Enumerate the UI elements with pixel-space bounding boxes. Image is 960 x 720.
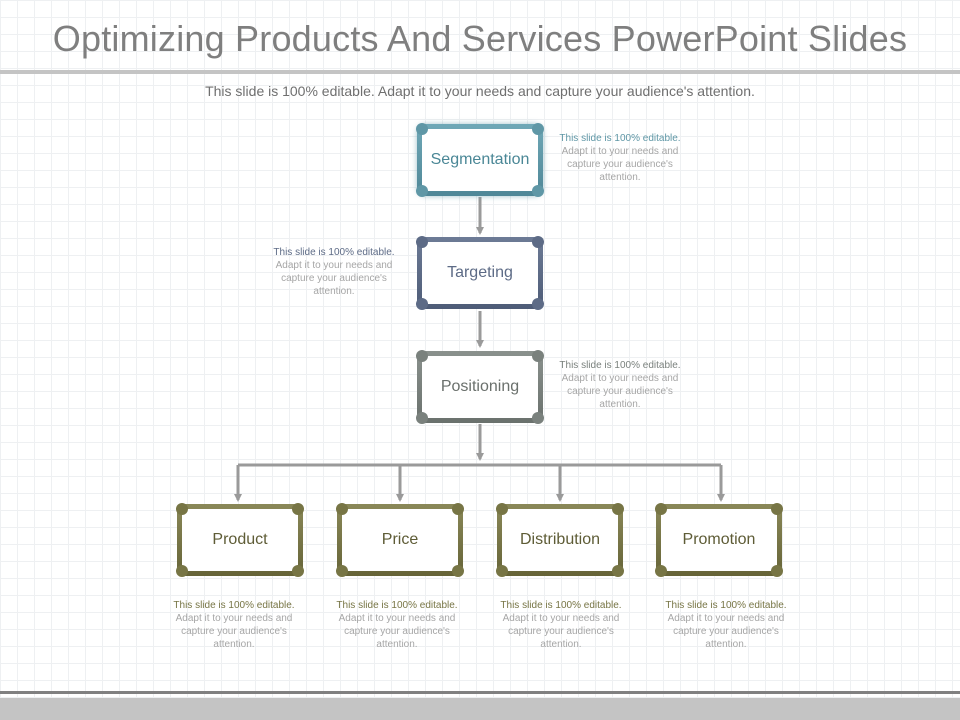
note-lead: This slide is 100% editable. — [273, 247, 395, 258]
segmentation-label: Segmentation — [430, 151, 530, 168]
targeting-label: Targeting — [447, 264, 513, 281]
price-label: Price — [381, 531, 419, 548]
product-box: Product — [176, 503, 304, 577]
note-lead: This slide is 100% editable. — [336, 600, 458, 611]
product-label: Product — [212, 531, 268, 548]
promotion-note: This slide is 100% editable. Adapt it to… — [662, 599, 790, 651]
distribution-box: Distribution — [496, 503, 624, 577]
targeting-box: Targeting — [416, 236, 544, 310]
note-text: Adapt it to your needs and capture your … — [175, 613, 293, 650]
promotion-label: Promotion — [682, 531, 756, 548]
targeting-note: This slide is 100% editable. Adapt it to… — [270, 246, 398, 298]
note-lead: This slide is 100% editable. — [559, 133, 681, 144]
distribution-label: Distribution — [519, 531, 601, 548]
footer-bar — [0, 698, 960, 720]
segmentation-box: Segmentation — [416, 123, 544, 197]
slide-title: Optimizing Products And Services PowerPo… — [52, 18, 908, 59]
positioning-box: Positioning — [416, 350, 544, 424]
note-lead: This slide is 100% editable. — [500, 600, 622, 611]
note-lead: This slide is 100% editable. — [665, 600, 787, 611]
note-text: Adapt it to your needs and capture your … — [338, 613, 456, 650]
positioning-note: This slide is 100% editable. Adapt it to… — [556, 359, 684, 411]
product-note: This slide is 100% editable. Adapt it to… — [170, 599, 298, 651]
footer-divider — [0, 691, 960, 694]
segmentation-note: This slide is 100% editable. Adapt it to… — [556, 132, 684, 184]
note-lead: This slide is 100% editable. — [559, 360, 681, 371]
price-note: This slide is 100% editable. Adapt it to… — [333, 599, 461, 651]
note-text: Adapt it to your needs and capture your … — [561, 146, 679, 183]
note-text: Adapt it to your needs and capture your … — [275, 260, 393, 297]
note-text: Adapt it to your needs and capture your … — [561, 373, 679, 410]
note-text: Adapt it to your needs and capture your … — [667, 613, 785, 650]
promotion-box: Promotion — [655, 503, 783, 577]
note-lead: This slide is 100% editable. — [173, 600, 295, 611]
positioning-label: Positioning — [440, 378, 520, 395]
distribution-note: This slide is 100% editable. Adapt it to… — [497, 599, 625, 651]
title-divider — [0, 70, 960, 74]
price-box: Price — [336, 503, 464, 577]
note-text: Adapt it to your needs and capture your … — [502, 613, 620, 650]
slide-subtitle: This slide is 100% editable. Adapt it to… — [205, 83, 755, 99]
